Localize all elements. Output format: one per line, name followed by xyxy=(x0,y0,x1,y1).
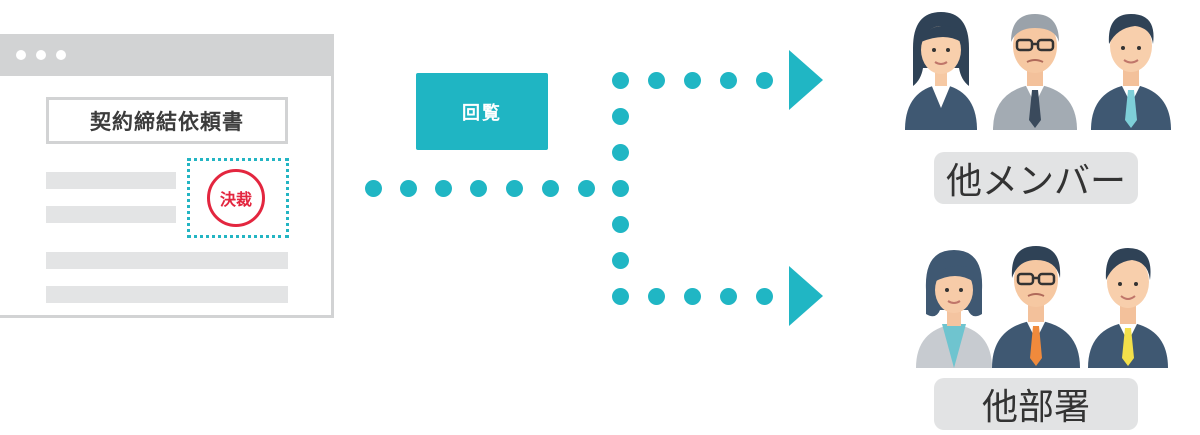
flow-dot xyxy=(612,144,629,161)
flow-dot xyxy=(684,288,701,305)
flow-dot xyxy=(720,72,737,89)
recipient-label-departments: 他部署 xyxy=(934,378,1138,430)
flow-dot xyxy=(648,72,665,89)
text-line xyxy=(46,206,176,223)
text-line xyxy=(46,286,288,303)
recipient-label-members: 他メンバー xyxy=(934,152,1138,204)
business-team-icon xyxy=(912,240,1174,368)
window-titlebar xyxy=(0,34,334,76)
flow-dot xyxy=(400,180,417,197)
arrow-right-icon xyxy=(789,50,823,110)
flow-dot xyxy=(470,180,487,197)
flow-dot xyxy=(612,72,629,89)
window-dot-icon xyxy=(16,50,26,60)
business-people-icon xyxy=(895,8,1177,130)
window-dot-icon xyxy=(36,50,46,60)
flow-dot xyxy=(684,72,701,89)
text-line xyxy=(46,252,288,269)
flow-dot xyxy=(756,72,773,89)
flow-dot xyxy=(612,180,629,197)
arrow-right-icon xyxy=(789,266,823,326)
flow-dot xyxy=(542,180,559,197)
flow-dot xyxy=(578,180,595,197)
window-dot-icon xyxy=(56,50,66,60)
flow-dot xyxy=(648,288,665,305)
flow-dot xyxy=(612,216,629,233)
circulate-label: 回覧 xyxy=(416,73,548,150)
approval-stamp: 決裁 xyxy=(207,169,265,227)
text-line xyxy=(46,172,176,189)
flow-dot xyxy=(720,288,737,305)
flow-dot xyxy=(612,252,629,269)
flow-dot xyxy=(365,180,382,197)
flow-dot xyxy=(435,180,452,197)
flow-dot xyxy=(506,180,523,197)
flow-dot xyxy=(756,288,773,305)
document-heading: 契約締結依頼書 xyxy=(46,97,288,144)
flow-dot xyxy=(612,288,629,305)
stamp-area xyxy=(187,158,289,238)
flow-dot xyxy=(612,108,629,125)
